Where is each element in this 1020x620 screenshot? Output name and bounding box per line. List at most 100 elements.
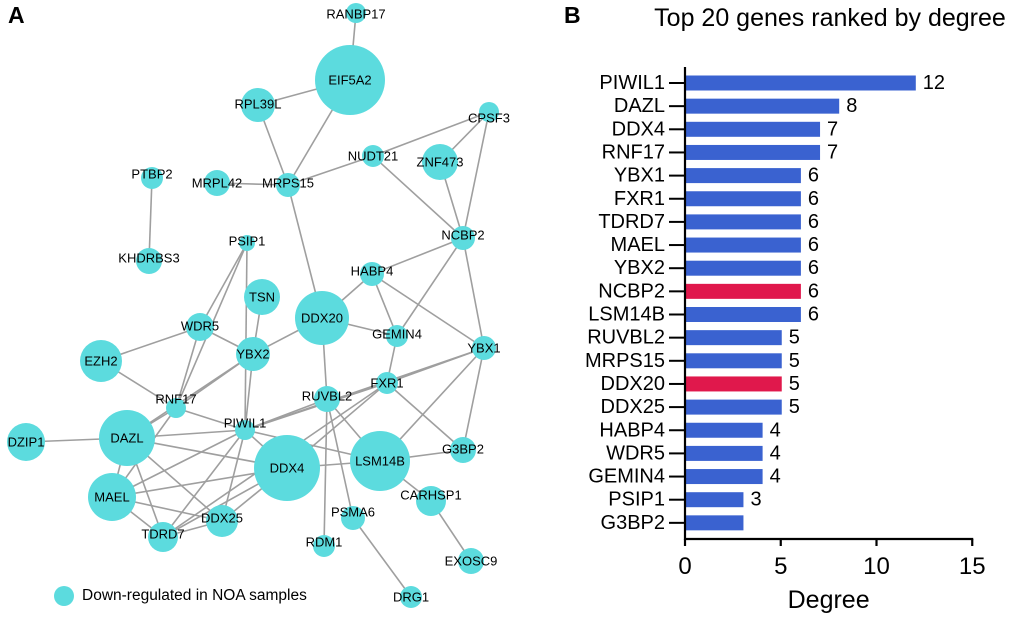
- gene-node-label-YBX1: YBX1: [467, 341, 500, 356]
- bar-WDR5: [686, 445, 763, 461]
- bar-MRPS15: [686, 353, 782, 369]
- bar-HABP4: [686, 422, 763, 438]
- gene-node-PTBP2: [141, 167, 163, 189]
- chart-title: Top 20 genes ranked by degree: [654, 4, 1006, 32]
- bar-value-label-DAZL: 8: [846, 95, 857, 117]
- network-edge-G3BP2-FXR1: [386, 382, 464, 451]
- gene-node-label-RNF17: RNF17: [155, 392, 196, 407]
- network-edge-MAEL-PIWIL1: [111, 429, 246, 498]
- bar-G3BP2: [686, 515, 744, 531]
- gene-node-label-TSN: TSN: [249, 290, 275, 305]
- bar-category-label-WDR5: WDR5: [606, 442, 665, 464]
- bar-category-label-YBX2: YBX2: [614, 257, 665, 279]
- bar-value-label-YBX1: 6: [808, 165, 819, 187]
- bar-category-label-G3BP2: G3BP2: [601, 512, 665, 534]
- gene-node-KHDRBS3: [136, 248, 162, 274]
- gene-node-label-HABP4: HABP4: [351, 264, 394, 279]
- gene-node-NCBP2: [451, 226, 475, 250]
- network-legend: Down-regulated in NOA samples: [54, 586, 307, 606]
- gene-node-label-LSM14B: LSM14B: [355, 454, 405, 469]
- bar-category-label-GEMIN4: GEMIN4: [588, 466, 665, 488]
- x-tick-label-10: 10: [863, 553, 890, 580]
- gene-node-CPSF3: [479, 102, 499, 122]
- gene-node-label-CPSF3: CPSF3: [468, 111, 510, 126]
- network-edge-PSMA6-DRG1: [352, 517, 412, 598]
- gene-node-label-EXOSC9: EXOSC9: [445, 554, 498, 569]
- bar-FXR1: [686, 191, 801, 207]
- bar-NCBP2: [686, 283, 801, 299]
- gene-node-DDX20: [295, 291, 349, 345]
- panel-a-label: A: [8, 2, 25, 28]
- gene-node-DDX4: [254, 435, 320, 501]
- gene-node-label-YBX2: YBX2: [236, 347, 269, 362]
- bar-value-label-DDX4: 7: [827, 118, 838, 140]
- gene-node-label-KHDRBS3: KHDRBS3: [118, 251, 179, 266]
- gene-node-label-ZNF473: ZNF473: [417, 155, 464, 170]
- bar-LSM14B: [686, 307, 801, 322]
- bar-value-label-DDX25: 5: [789, 396, 800, 418]
- bar-value-label-FXR1: 6: [808, 188, 819, 210]
- gene-node-EXOSC9: [458, 548, 484, 574]
- gene-node-TDRD7: [148, 522, 178, 552]
- x-tick-label-5: 5: [774, 553, 787, 580]
- gene-node-WDR5: [186, 313, 214, 341]
- bar-category-label-RNF17: RNF17: [602, 141, 665, 163]
- bar-value-label-TDRD7: 6: [808, 211, 819, 233]
- gene-node-PSMA6: [341, 506, 365, 530]
- network-edge-RDM1-RUVBL2: [323, 398, 328, 547]
- gene-node-EIF5A2: [315, 45, 385, 115]
- bar-category-label-MRPS15: MRPS15: [585, 350, 665, 372]
- network-edge-NUDT21-MRPS15: [287, 155, 374, 186]
- gene-node-FXR1: [376, 372, 398, 394]
- bar-category-label-NCBP2: NCBP2: [598, 280, 665, 302]
- gene-node-CARHSP1: [416, 486, 446, 516]
- gene-node-label-MRPS15: MRPS15: [262, 176, 314, 191]
- legend-label: Down-regulated in NOA samples: [82, 587, 307, 604]
- gene-node-G3BP2: [450, 437, 476, 463]
- gene-node-label-EIF5A2: EIF5A2: [328, 73, 371, 88]
- gene-node-label-PSIP1: PSIP1: [229, 234, 266, 249]
- gene-node-label-RANBP17: RANBP17: [326, 7, 385, 22]
- gene-node-DZIP1: [7, 423, 45, 461]
- bar-TDRD7: [686, 214, 801, 230]
- gene-node-label-RDM1: RDM1: [306, 535, 343, 550]
- gene-node-NUDT21: [362, 145, 384, 167]
- bar-DDX25: [686, 399, 782, 415]
- gene-node-label-CARHSP1: CARHSP1: [400, 488, 461, 503]
- gene-node-RPL39L: [241, 88, 275, 122]
- bar-category-label-YBX1: YBX1: [614, 165, 665, 187]
- bar-category-label-MAEL: MAEL: [611, 234, 665, 256]
- bar-value-label-RNF17: 7: [827, 141, 838, 163]
- network-edge-PTBP2-KHDRBS3: [148, 177, 153, 262]
- gene-node-LSM14B: [350, 431, 410, 491]
- x-tick-label-0: 0: [678, 553, 691, 580]
- gene-node-label-GEMIN4: GEMIN4: [372, 327, 422, 342]
- gene-node-PSIP1: [239, 235, 255, 251]
- gene-node-MRPS15: [276, 173, 300, 197]
- gene-node-EZH2: [80, 340, 122, 382]
- bar-value-label-NCBP2: 6: [808, 280, 819, 302]
- gene-node-TSN: [244, 279, 280, 315]
- bar-RUVBL2: [686, 330, 782, 346]
- bar-category-label-DAZL: DAZL: [614, 95, 665, 117]
- x-tick-label-15: 15: [959, 553, 986, 580]
- gene-node-label-DAZL: DAZL: [110, 431, 143, 446]
- network-edge-CPSF3-NCBP2: [462, 111, 490, 239]
- gene-node-label-WDR5: WDR5: [181, 319, 219, 334]
- gene-node-label-DDX4: DDX4: [270, 461, 305, 476]
- network-edge-HABP4-YBX1: [371, 273, 485, 349]
- bar-category-label-DDX4: DDX4: [612, 118, 665, 140]
- bar-PSIP1: [686, 492, 744, 508]
- gene-node-HABP4: [360, 262, 384, 286]
- bar-category-label-LSM14B: LSM14B: [588, 304, 665, 326]
- gene-node-DRG1: [400, 586, 422, 608]
- network-edge-PIWIL1-RUVBL2: [244, 398, 328, 431]
- bar-value-label-PIWIL1: 12: [923, 72, 945, 94]
- gene-node-label-MAEL: MAEL: [94, 490, 129, 505]
- network-edge-YBX1-G3BP2: [462, 347, 485, 451]
- panel-b-label: B: [564, 2, 581, 28]
- bar-value-label-MAEL: 6: [808, 234, 819, 256]
- bar-YBX2: [686, 260, 801, 276]
